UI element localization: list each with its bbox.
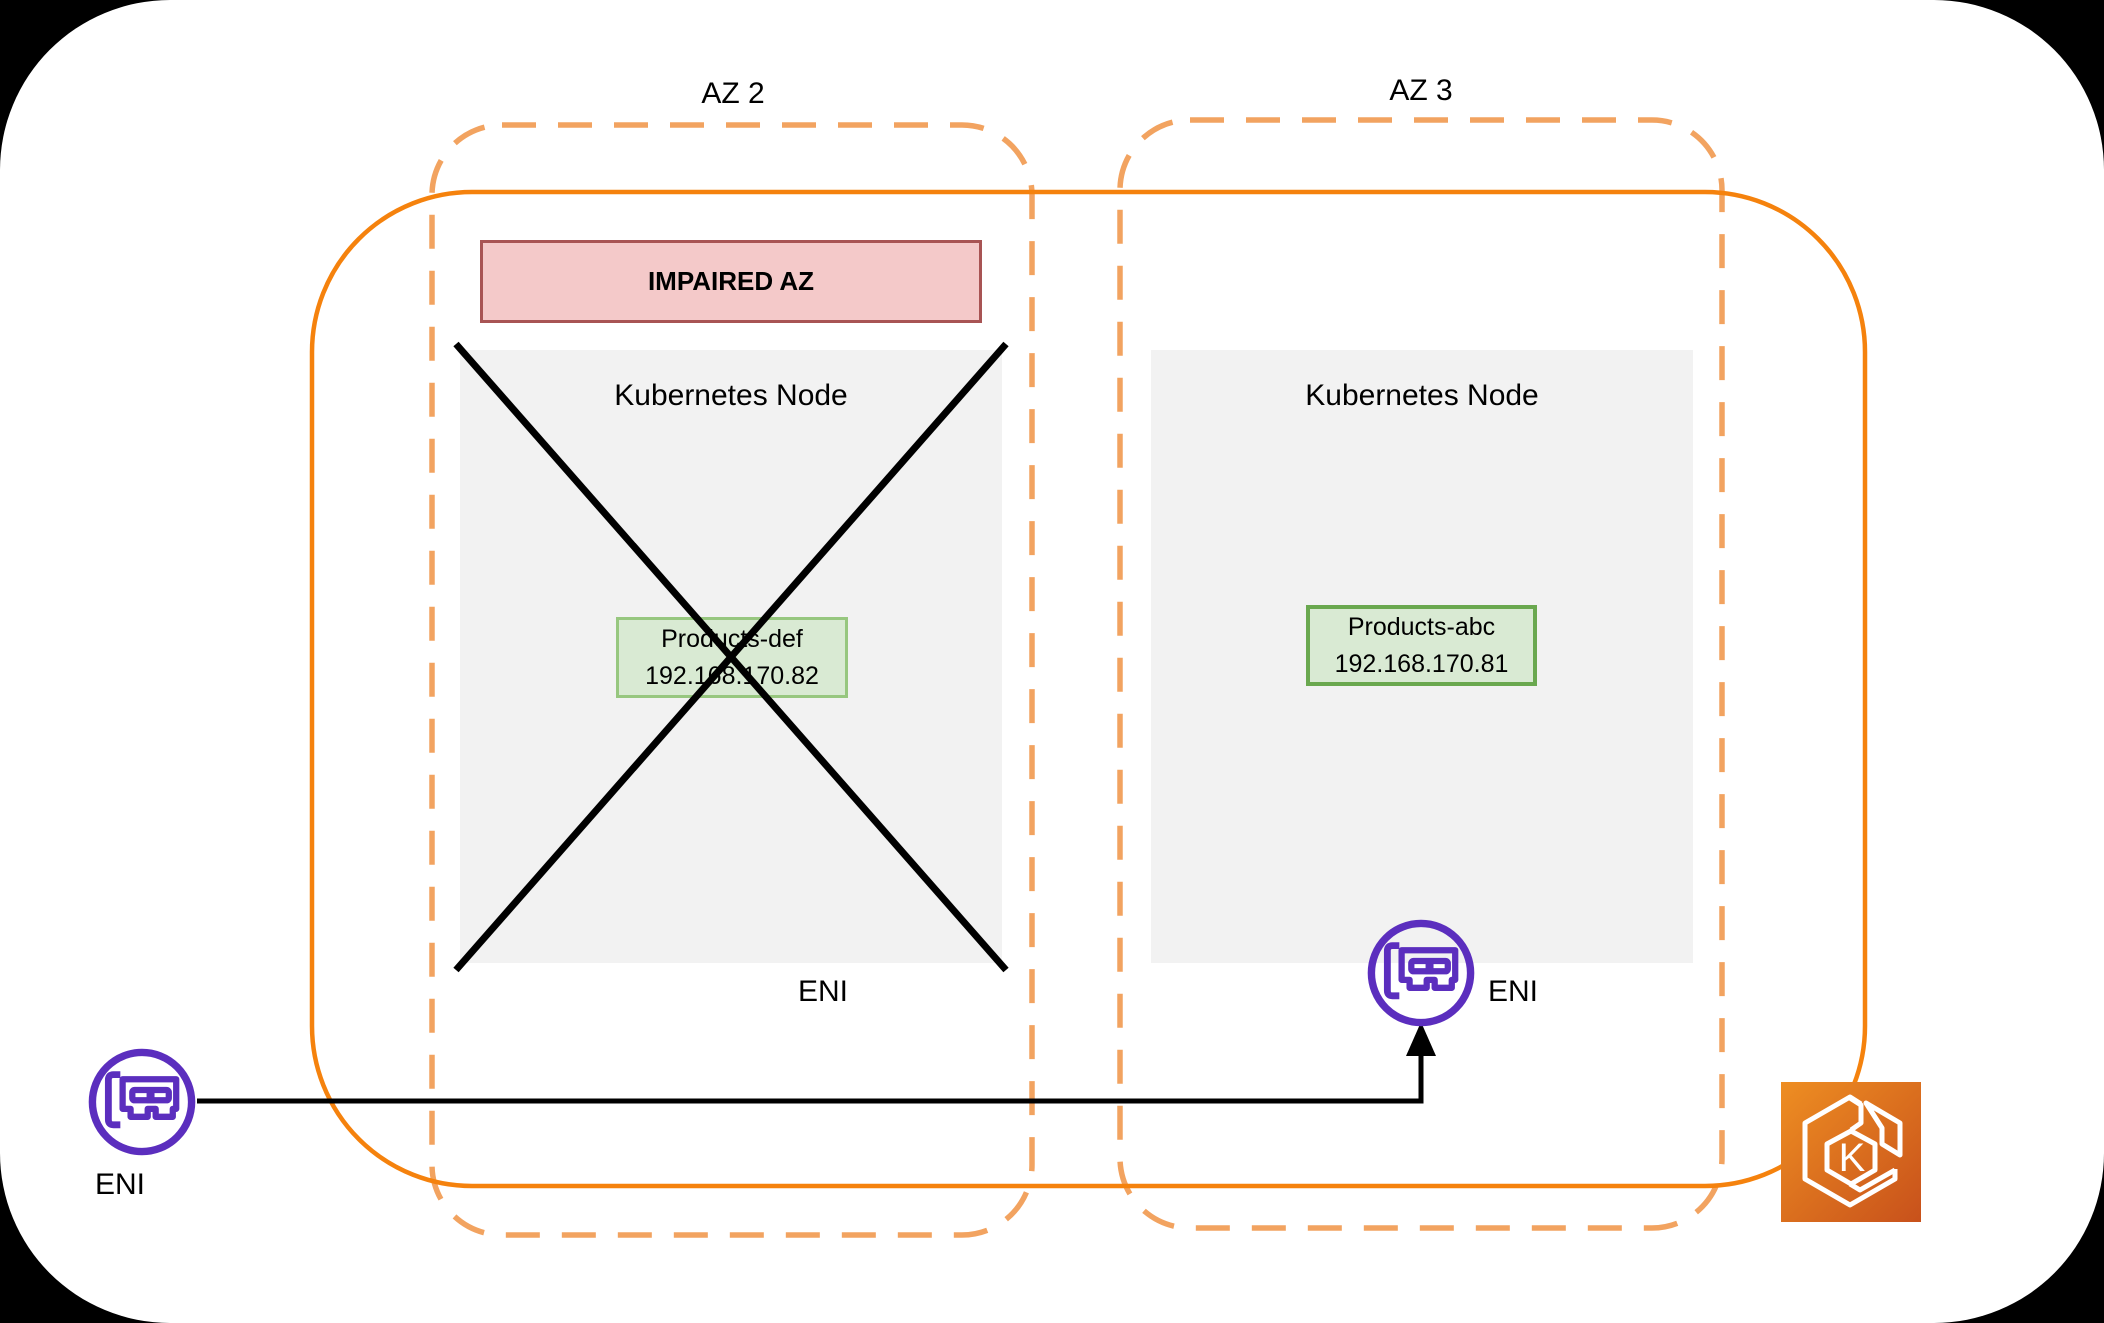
node-title-az3: Kubernetes Node [1305,379,1539,412]
impaired-az-banner: IMPAIRED AZ [480,240,982,323]
az3-boundary [1117,117,1725,1231]
eni-label-az2: ENI [798,975,849,1008]
pod-ip: 192.168.170.82 [645,661,819,690]
eni-label-az3: ENI [1488,975,1539,1008]
pod-name: Products-def [661,624,803,653]
eni-connection-line [197,1040,1424,1104]
eks-icon: K [1781,1082,1921,1222]
eks-glyph: K [1802,1094,1903,1208]
eni-icon-az3 [1371,923,1470,1022]
az2-label: AZ 2 [701,77,765,110]
eni-label-external: ENI [94,1168,145,1201]
pod-products-def: Products-def 192.168.170.82 [616,617,848,698]
pod-name: Products-abc [1347,612,1496,641]
az3-label: AZ 3 [1389,74,1453,107]
pod-products-abc: Products-abc 192.168.170.81 [1306,605,1537,686]
pod-ip: 192.168.170.81 [1334,649,1509,678]
eks-letter: K [1839,1136,1866,1180]
eni-icon-external [92,1052,191,1151]
failure-cross-icon [453,341,1009,973]
node-title-az2: Kubernetes Node [614,379,848,412]
az2-boundary [429,122,1035,1238]
arrowhead-icon [1406,1022,1436,1056]
eks-cluster-boundary [309,189,1868,1189]
